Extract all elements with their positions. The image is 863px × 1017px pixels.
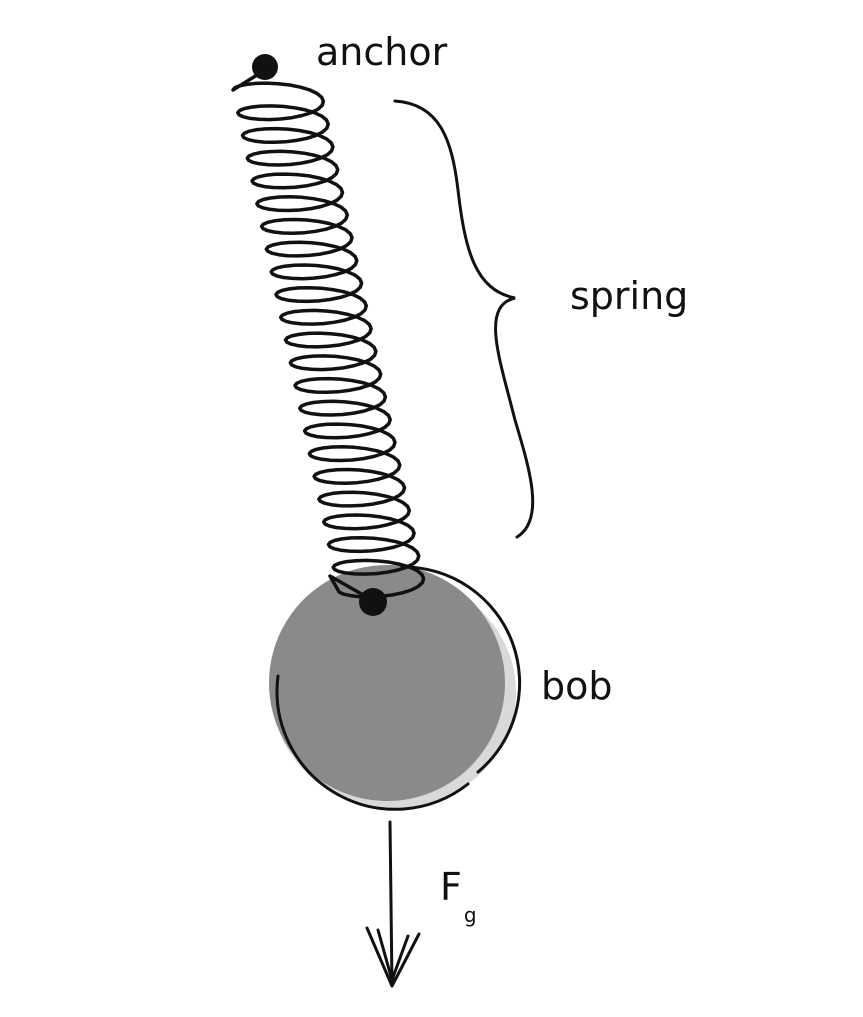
gravity-force-label: Fg <box>440 865 477 925</box>
bob-label: bob <box>541 664 613 708</box>
gravity-arrow-head <box>365 926 421 988</box>
gravity-arrow-shaft <box>388 820 394 987</box>
bob-outline <box>275 565 522 811</box>
spring-coil <box>231 68 426 602</box>
anchor-label: anchor <box>316 30 448 74</box>
bob <box>269 565 505 801</box>
force-subscript: g <box>463 903 477 927</box>
spring-label: spring <box>570 274 689 318</box>
anchor-point <box>252 54 278 80</box>
force-symbol: F <box>440 865 462 909</box>
bob-attachment-point <box>359 588 387 616</box>
spring-brace <box>393 99 535 539</box>
